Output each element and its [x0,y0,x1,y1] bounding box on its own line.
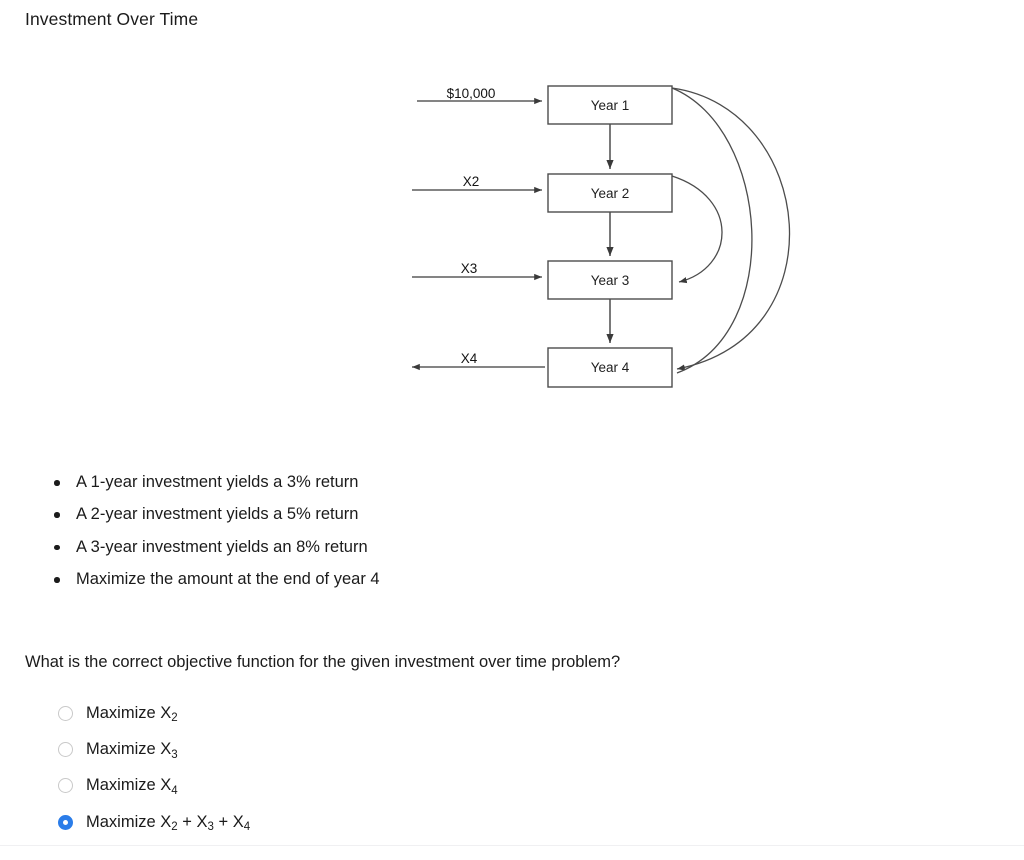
node-box-year2 [547,173,673,213]
inflow-label-year2: X2 [463,174,480,189]
edge-year1-to-year4 [671,87,791,371]
option-subscript-2: 3 [171,748,178,761]
list-item: A 3-year investment yields an 8% return [40,531,640,563]
inflow-label-year1: $10,000 [447,86,496,101]
inflow-label-year3: X3 [461,261,478,276]
list-item: A 2-year investment yields a 5% return [40,498,640,530]
option-subscript-1: 2 [171,712,178,725]
node-box-year4 [547,347,673,388]
option-label-4: Maximize X2 + X3 + X4 [86,812,251,834]
option-text-2: Maximize X [86,740,172,759]
radio-button-3[interactable] [58,778,73,794]
outflow-label-year4: X4 [461,351,478,366]
node-label-year3: Year 3 [591,273,630,288]
node-label-year4: Year 4 [591,360,630,375]
option-text-4b: + X [177,812,208,831]
option-row-2[interactable]: Maximize X3 [58,731,250,767]
option-row-1[interactable]: Maximize X2 [58,695,250,731]
radio-button-2[interactable] [58,742,73,758]
node-label-year1: Year 1 [591,98,630,113]
radio-button-1[interactable] [58,705,73,721]
edge-year1-to-year4-alt [671,87,753,374]
diagram-canvas: Year 1 Year 2 Year 3 Year 4 $10,000 X2 X… [412,85,791,388]
answer-options-group[interactable]: Maximize X2 Maximize X3 Maximize X4 Maxi… [58,695,250,841]
option-subscript-4a: 2 [171,821,178,834]
option-text-1: Maximize X [86,703,172,722]
option-text-4c: + X [213,812,244,831]
option-row-4[interactable]: Maximize X2 + X3 + X4 [58,804,250,840]
list-item: A 1-year investment yields a 3% return [40,466,640,498]
option-subscript-4b: 3 [207,821,214,834]
option-text-4a: Maximize X [86,812,172,831]
option-label-2: Maximize X3 [86,740,178,761]
edge-year2-to-year3 [671,175,723,284]
question-text: What is the correct objective function f… [25,653,621,671]
option-subscript-4c: 4 [243,821,251,834]
option-label-1: Maximize X2 [86,703,178,725]
node-label-year2: Year 2 [591,186,630,201]
page-bottom-divider [0,845,1024,846]
radio-button-4-selected[interactable] [58,814,73,830]
option-label-3: Maximize X4 [86,776,178,797]
option-text-3: Maximize X [86,776,172,795]
list-item: Maximize the amount at the end of year 4 [40,563,640,595]
option-row-3[interactable]: Maximize X4 [58,768,250,804]
option-subscript-3: 4 [171,784,178,797]
investment-flow-diagram: Year 1 Year 2 Year 3 Year 4 $10,000 X2 X… [395,68,855,403]
page-title: Investment Over Time [25,9,199,29]
assumptions-list: A 1-year investment yields a 3% return A… [40,466,640,596]
